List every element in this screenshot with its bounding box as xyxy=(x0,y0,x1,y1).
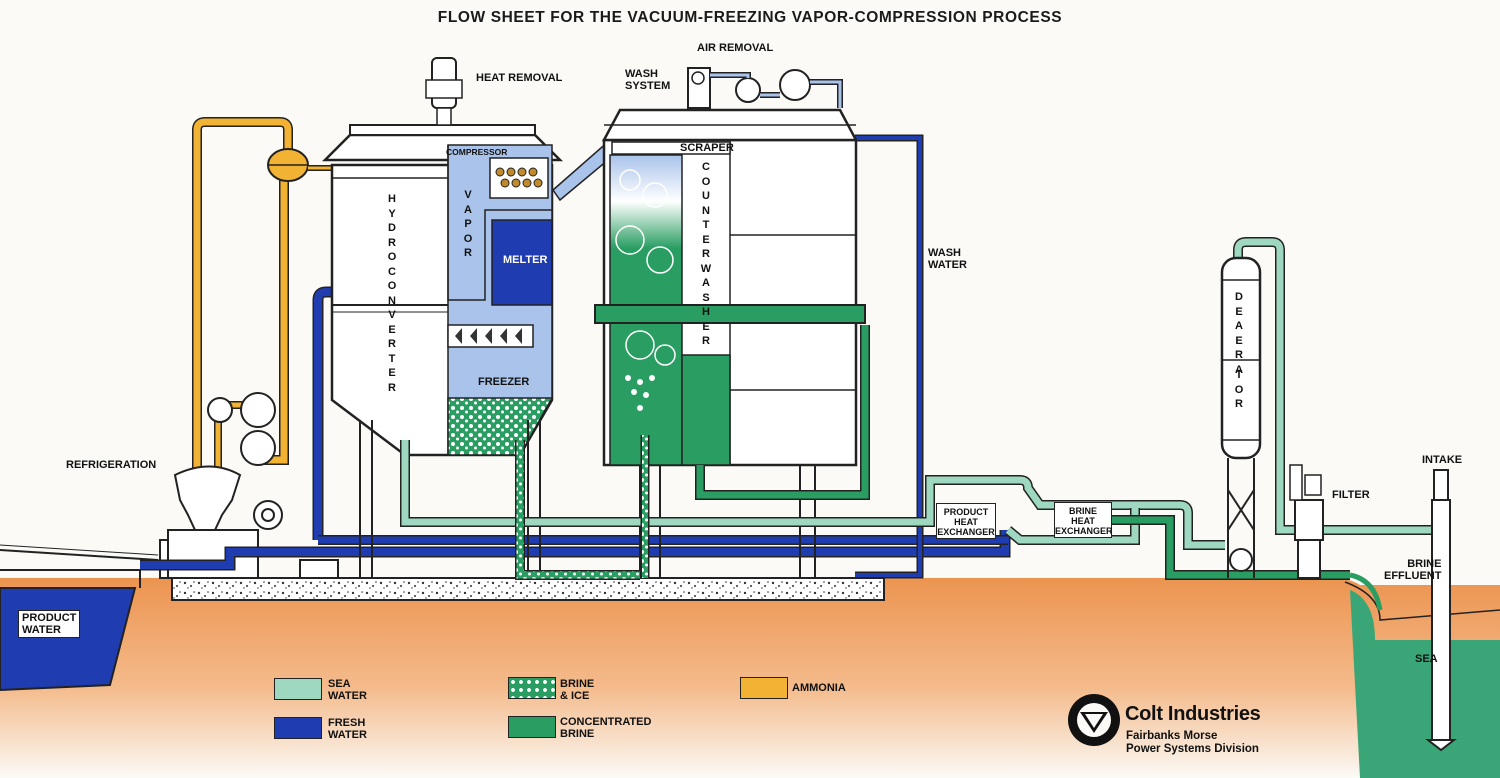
label-compressor: COMPRESSOR xyxy=(446,147,508,157)
vacuum-pump-1 xyxy=(735,77,761,103)
label-counterwasher: COUNTERWASHER xyxy=(700,161,712,347)
label-deaerator-top: DEAERA xyxy=(1235,291,1243,376)
legend-label-fresh-water: FRESH WATER xyxy=(328,717,367,741)
sea-area xyxy=(1350,590,1500,778)
label-filter: FILTER xyxy=(1332,489,1370,501)
legend-swatch-ammonia xyxy=(740,677,788,699)
label-refrigeration: REFRIGERATION xyxy=(66,459,157,471)
legend-label-concentrated-brine: CONCENTRATED BRINE xyxy=(560,716,652,740)
logo-name: Colt Industries xyxy=(1125,703,1261,725)
scraper xyxy=(611,141,731,155)
label-melter: MELTER xyxy=(503,254,548,266)
legend-label-ammonia: AMMONIA xyxy=(792,682,846,694)
freezer-brine-ice xyxy=(447,397,554,456)
deaerator-vessel xyxy=(1220,256,1262,460)
legend-swatch-brine-ice xyxy=(508,677,556,699)
foundation-slab xyxy=(171,577,885,601)
label-brine-effluent: BRINE EFFLUENT xyxy=(1384,558,1442,582)
label-wash-system: WASH SYSTEM xyxy=(625,68,671,92)
label-intake: INTAKE xyxy=(1422,454,1463,466)
label-product-water: PRODUCT WATER xyxy=(18,610,81,638)
melter-chamber xyxy=(491,219,553,306)
label-sea: SEA xyxy=(1415,653,1438,665)
label-scraper: SCRAPER xyxy=(680,142,734,154)
filter-unit xyxy=(1294,499,1324,541)
logo-subtitle: Fairbanks Morse Power Systems Division xyxy=(1126,730,1259,755)
refrigeration-gauge-3 xyxy=(240,430,276,466)
label-deaerator-bottom: TOR xyxy=(1234,369,1244,410)
label-wash-water: WASH WATER xyxy=(928,247,967,271)
label-hydroconverter: HYDROCONVERTER xyxy=(387,193,397,394)
brine-heat-exchanger: BRINE HEAT EXCHANGER xyxy=(1054,502,1113,538)
label-vapor: VAPOR xyxy=(463,189,473,259)
product-heat-exchanger: PRODUCT HEAT EXCHANGER xyxy=(936,503,996,539)
legend-label-brine-ice: BRINE & ICE xyxy=(560,678,595,702)
vacuum-pump-2 xyxy=(779,69,811,101)
label-freezer: FREEZER xyxy=(478,376,530,388)
legend-swatch-concentrated-brine xyxy=(508,716,556,738)
counterwasher-ice-column xyxy=(609,154,683,311)
refrigeration-gauge-2 xyxy=(240,392,276,428)
label-heat-removal: HEAT REMOVAL xyxy=(476,72,563,84)
label-air-removal: AIR REMOVAL xyxy=(697,42,774,54)
refrigeration-gauge-1 xyxy=(207,397,233,423)
page-title: FLOW SHEET FOR THE VACUUM-FREEZING VAPOR… xyxy=(437,9,1063,26)
legend-swatch-sea-water xyxy=(274,678,322,700)
legend-swatch-fresh-water xyxy=(274,717,322,739)
compressor-unit xyxy=(489,157,549,199)
sea-edge xyxy=(1344,581,1500,621)
intake-pipe xyxy=(1431,499,1451,741)
legend-label-sea-water: SEA WATER xyxy=(328,678,367,702)
refrigeration-unit xyxy=(173,465,242,531)
